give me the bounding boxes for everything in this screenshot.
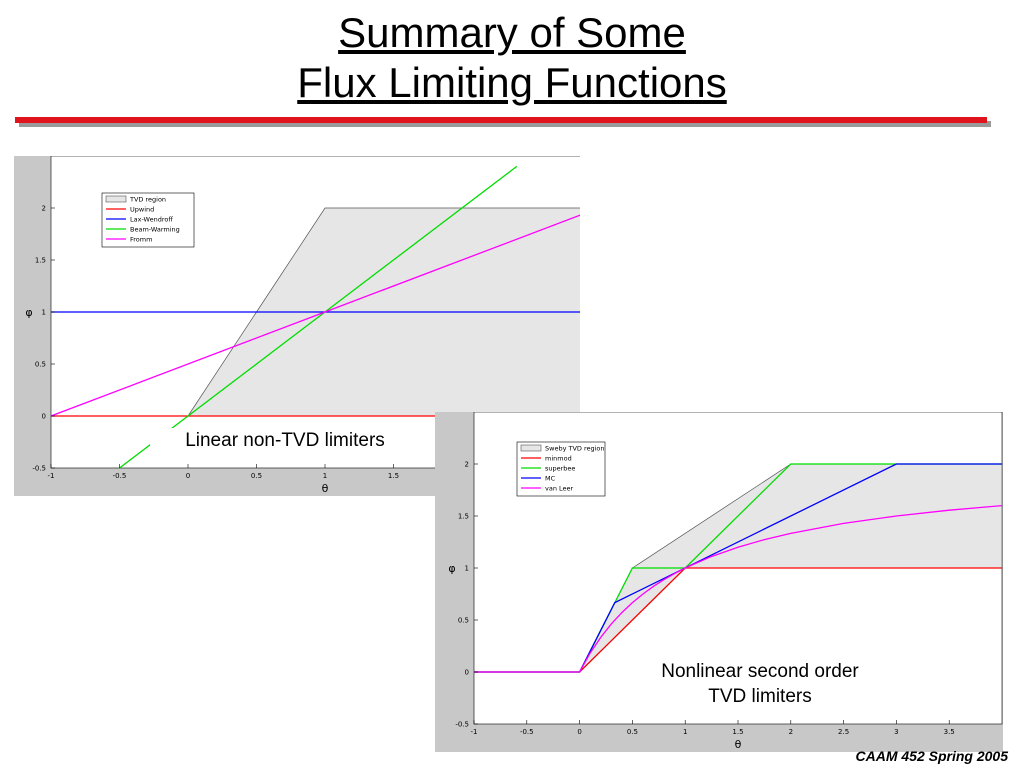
- y-axis-label: φ: [25, 306, 32, 319]
- plot-content: [474, 463, 1002, 673]
- y-tick-label: 2: [465, 461, 469, 469]
- x-tick-label: 1.5: [732, 728, 743, 736]
- y-tick-label: 1: [465, 565, 469, 573]
- linear-caption: Linear non-TVD limiters: [150, 428, 420, 453]
- title-line-1: Summary of Some: [338, 9, 686, 56]
- legend-swatch: [520, 444, 542, 452]
- legend-label: Lax-Wendroff: [130, 216, 173, 224]
- legend-label: Sweby TVD region: [545, 445, 605, 453]
- x-axis-label: θ: [322, 482, 329, 495]
- y-tick-label: 2: [42, 205, 46, 213]
- x-tick-label: -1: [471, 728, 478, 736]
- legend-label: van Leer: [545, 485, 574, 493]
- x-tick-label: -0.5: [520, 728, 534, 736]
- x-tick-label: 3.5: [944, 728, 955, 736]
- x-tick-label: 0.5: [627, 728, 638, 736]
- legend-swatch: [105, 195, 127, 203]
- x-tick-label: 0.5: [251, 472, 262, 480]
- x-tick-label: -0.5: [113, 472, 127, 480]
- legend-label: superbee: [545, 465, 575, 473]
- x-tick-label: 2: [789, 728, 793, 736]
- x-tick-label: 1: [683, 728, 687, 736]
- x-tick-label: -1: [48, 472, 55, 480]
- y-tick-label: -0.5: [32, 465, 46, 473]
- y-tick-label: 1.5: [35, 257, 46, 265]
- x-tick-label: 2.5: [838, 728, 849, 736]
- x-tick-label: 0: [577, 728, 581, 736]
- slide-title: Summary of Some Flux Limiting Functions: [0, 8, 1024, 108]
- legend-label: Fromm: [130, 236, 152, 244]
- x-tick-label: 3: [894, 728, 898, 736]
- y-tick-label: 1: [42, 309, 46, 317]
- x-tick-label: 1: [323, 472, 327, 480]
- x-tick-label: 1.5: [388, 472, 399, 480]
- legend-label: MC: [545, 475, 556, 483]
- nonlinear-caption-line-2: TVD limiters: [708, 686, 812, 707]
- series-line-3: [474, 504, 1002, 673]
- y-tick-label: 0.5: [458, 617, 469, 625]
- title-line-2: Flux Limiting Functions: [297, 59, 727, 106]
- title-rule: [15, 117, 987, 123]
- x-axis-label: θ: [735, 738, 742, 751]
- legend-label: TVD region: [129, 196, 166, 204]
- y-tick-label: 0: [465, 669, 469, 677]
- y-axis-label: φ: [448, 562, 455, 575]
- legend-label: minmod: [545, 455, 572, 463]
- legend-label: Upwind: [130, 206, 154, 214]
- series-line-3: [51, 214, 580, 417]
- nonlinear-caption-line-1: Nonlinear second order: [661, 661, 859, 682]
- legend-label: Beam-Warming: [130, 226, 180, 234]
- y-tick-label: 0.5: [35, 361, 46, 369]
- footer-text: CAAM 452 Spring 2005: [855, 748, 1009, 764]
- title-rule-shadow: [19, 121, 991, 127]
- y-tick-label: 1.5: [458, 513, 469, 521]
- y-tick-label: 0: [42, 413, 46, 421]
- x-tick-label: 0: [186, 472, 190, 480]
- y-tick-label: -0.5: [455, 721, 469, 729]
- nonlinear-caption: Nonlinear second order TVD limiters: [620, 659, 900, 709]
